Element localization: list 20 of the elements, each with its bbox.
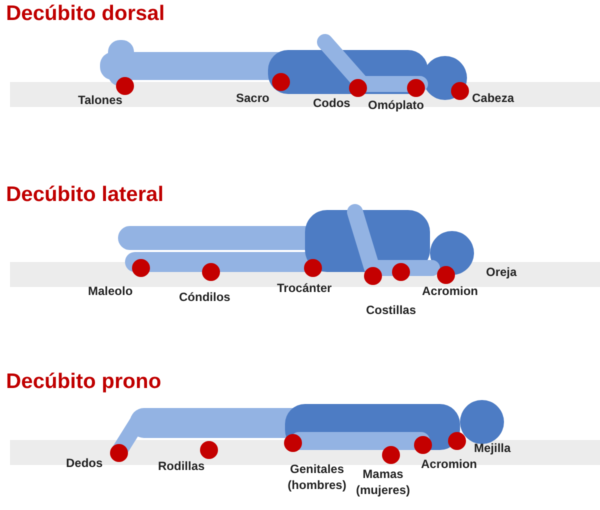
body-part-label: Acromion [421,457,478,473]
body-part-label: Genitales (hombres) [286,462,348,494]
body-part-label: Omóplato [368,98,424,114]
body-part-label: Cabeza [472,91,514,107]
body-part-label: Mamas (mujeres) [354,467,412,498]
body-part-label: Maleolo [88,284,133,300]
body-part-label: Trocánter [277,281,332,297]
section-heading: Decúbito prono [6,370,162,394]
body-part-label: Dedos [66,456,103,472]
section-heading: Decúbito lateral [6,183,164,207]
body-part-label: Acromion [422,284,478,300]
body-part-label: Mejilla [474,441,511,457]
body-part-label: Costillas [366,303,416,319]
body-part-label: Rodillas [158,459,205,475]
body-part-label: Oreja [486,265,517,281]
body-part-label: Cóndilos [179,290,230,306]
body-part-label: Talones [78,93,122,109]
body-part-label: Sacro [236,91,270,107]
section-heading: Decúbito dorsal [6,2,165,26]
body-part-label: Codos [313,96,350,112]
